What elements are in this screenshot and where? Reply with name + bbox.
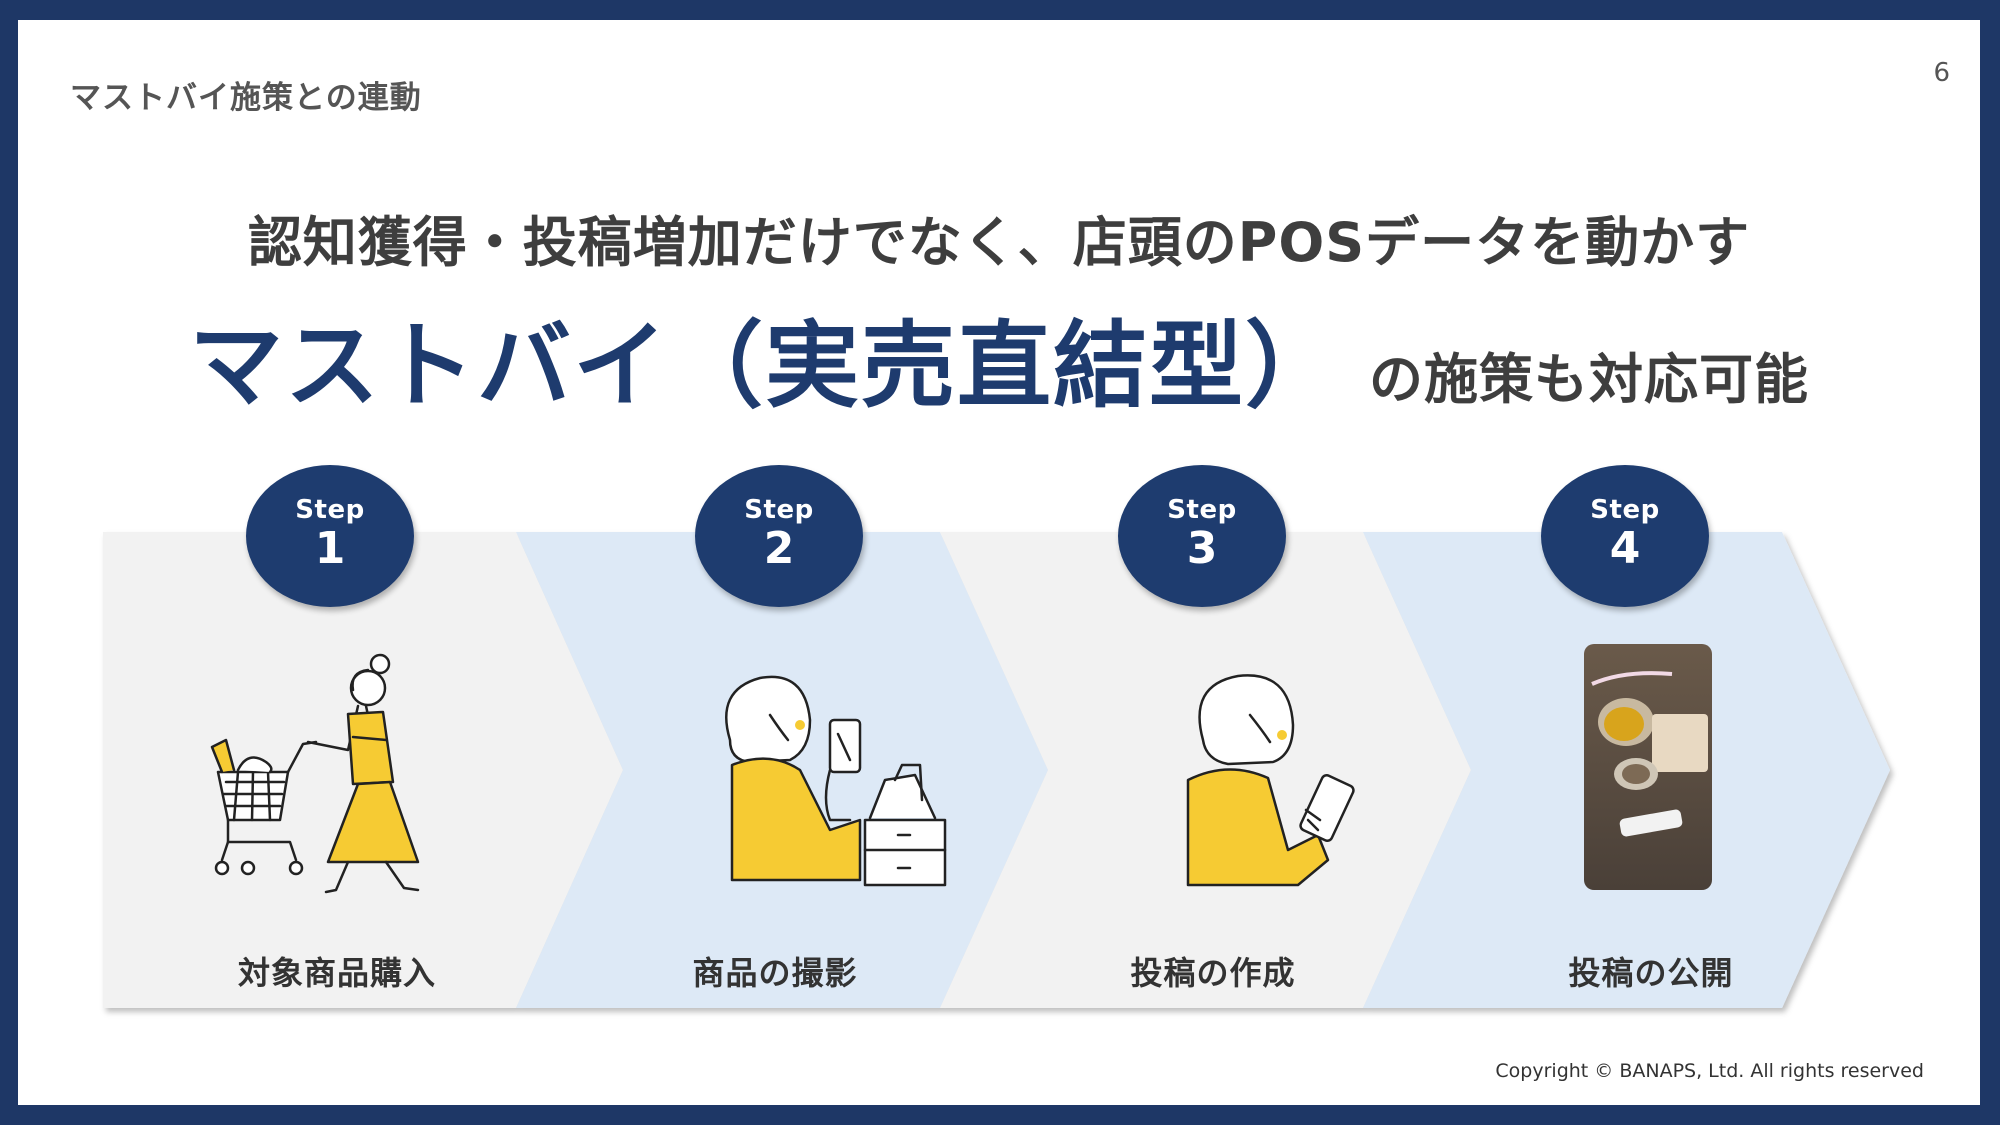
- chevron-step-3: [940, 532, 1471, 1008]
- shopping-cart-illustration: [210, 653, 420, 894]
- phone-photo-illustration: [725, 675, 947, 887]
- posted-photo-thumbnail: [1584, 644, 1712, 890]
- step-label-1: 対象商品購入: [237, 954, 436, 992]
- step-number: 3: [1186, 523, 1218, 574]
- section-title: マストバイ施策との連動: [70, 80, 422, 116]
- step-number: 4: [1609, 523, 1641, 574]
- step-badge-3: Step 3: [1118, 465, 1286, 607]
- step-badge-4: Step 4: [1541, 465, 1709, 607]
- headline-line-2: マストバイ（実売直結型） の施策も対応可能: [18, 290, 1980, 426]
- headline-line-1: 認知獲得・投稿増加だけでなく、店頭のPOSデータを動かす: [247, 211, 1751, 274]
- step-word: Step: [744, 495, 814, 525]
- step-badge-1: Step 1: [246, 465, 414, 607]
- step-word: Step: [295, 495, 365, 525]
- headline-tail: の施策も対応可能: [1369, 348, 1809, 411]
- step-word: Step: [1167, 495, 1237, 525]
- step-badge-2: Step 2: [695, 465, 863, 607]
- slide: マストバイ施策との連動 6 認知獲得・投稿増加だけでなく、店頭のPOSデータを動…: [18, 20, 1980, 1105]
- step-word: Step: [1590, 495, 1660, 525]
- step-label-4: 投稿の公開: [1568, 954, 1734, 992]
- phone-typing-illustration: [1186, 674, 1355, 887]
- step-label-3: 投稿の作成: [1130, 954, 1296, 992]
- step-number: 2: [763, 523, 795, 574]
- headline-emphasis: マストバイ（実売直結型）: [188, 312, 1341, 421]
- copyright-notice: Copyright © BANAPS, Ltd. All rights rese…: [1495, 1060, 1924, 1082]
- step-number: 1: [314, 523, 346, 574]
- step-label-2: 商品の撮影: [692, 954, 858, 992]
- page-number: 6: [1933, 58, 1950, 88]
